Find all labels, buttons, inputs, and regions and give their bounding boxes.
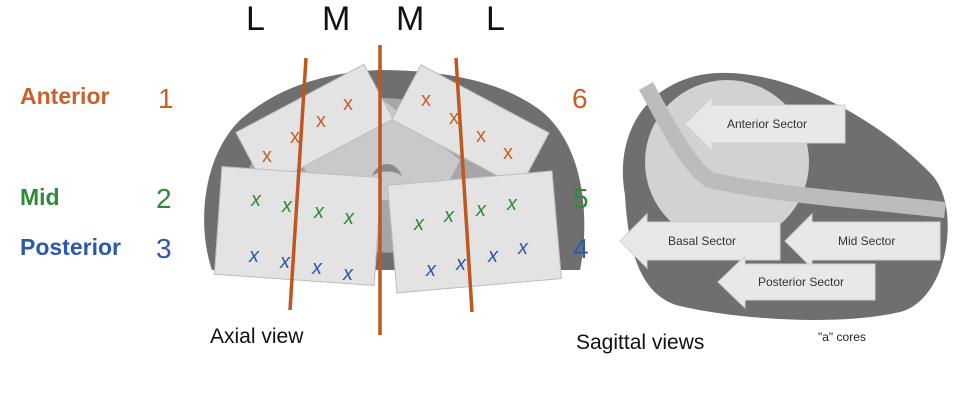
label-posterior: Posterior [20, 234, 121, 260]
axial-view: x x x x x x x x x x x x x x x x x x x x … [20, 0, 589, 348]
sagittal-urethra [638, 82, 946, 218]
core-mark: x [248, 245, 260, 267]
sector-number-1: 1 [158, 83, 174, 114]
anterior-cores: x x x x x x x x [262, 89, 513, 167]
core-mark: x [421, 89, 431, 111]
division-lines [288, 45, 474, 335]
sagittal-view: Anterior Sector Basal Sector Mid Sector … [576, 72, 948, 354]
arrow-anterior-sector: Anterior Sector [684, 95, 846, 153]
top-label-m-right: M [396, 0, 424, 38]
template-anterior-right [391, 64, 550, 189]
core-mark: x [413, 213, 425, 235]
sector-number-5: 5 [573, 183, 589, 214]
sector-number-6: 6 [572, 83, 588, 114]
core-mark: x [455, 253, 467, 275]
template-mid-posterior-right [387, 170, 562, 294]
sector-number-3: 3 [156, 233, 172, 264]
label-mid: Mid [20, 184, 60, 210]
mid-cores: x x x x x x x x [250, 189, 518, 235]
label-anterior: Anterior [20, 83, 110, 109]
caption-cores: "a" cores [818, 330, 866, 344]
core-mark: x [311, 257, 323, 279]
core-mark: x [313, 201, 325, 223]
core-mark: x [281, 195, 293, 217]
arrow-basal-sector: Basal Sector [619, 212, 781, 270]
core-mark: x [290, 126, 300, 148]
arrow-mid-label: Mid Sector [838, 234, 895, 248]
core-mark: x [343, 207, 355, 229]
template-mid-posterior-left [213, 166, 383, 286]
core-mark: x [506, 193, 518, 215]
top-labels: L M M L [246, 0, 505, 38]
core-mark: x [343, 93, 353, 115]
line-left-lateral [288, 57, 308, 311]
core-mark: x [517, 237, 529, 259]
top-label-l-right: L [486, 0, 505, 38]
core-mark: x [503, 142, 513, 164]
core-mark: x [425, 259, 437, 281]
core-mark: x [476, 125, 486, 147]
core-mark: x [475, 199, 487, 221]
caption-axial-view: Axial view [210, 325, 304, 348]
core-mark: x [487, 245, 499, 267]
arrow-anterior-label: Anterior Sector [727, 117, 807, 131]
line-right-lateral [454, 57, 474, 313]
core-mark: x [262, 145, 272, 167]
posterior-cores: x x x x x x x x [248, 237, 529, 285]
arrow-posterior-sector: Posterior Sector [717, 254, 876, 310]
arrow-posterior-label: Posterior Sector [758, 275, 844, 289]
core-mark: x [342, 263, 354, 285]
arrow-basal-label: Basal Sector [668, 234, 736, 248]
sector-number-2: 2 [156, 183, 172, 214]
caption-sagittal-views: Sagittal views [576, 331, 704, 354]
core-mark: x [443, 205, 455, 227]
core-mark: x [449, 107, 459, 129]
arrow-mid-sector: Mid Sector [784, 212, 941, 270]
top-label-l-left: L [246, 0, 265, 38]
top-label-m-left: M [322, 0, 350, 38]
core-mark: x [279, 251, 291, 273]
sector-number-4: 4 [573, 233, 589, 264]
core-mark: x [316, 110, 326, 132]
core-mark: x [250, 189, 262, 211]
